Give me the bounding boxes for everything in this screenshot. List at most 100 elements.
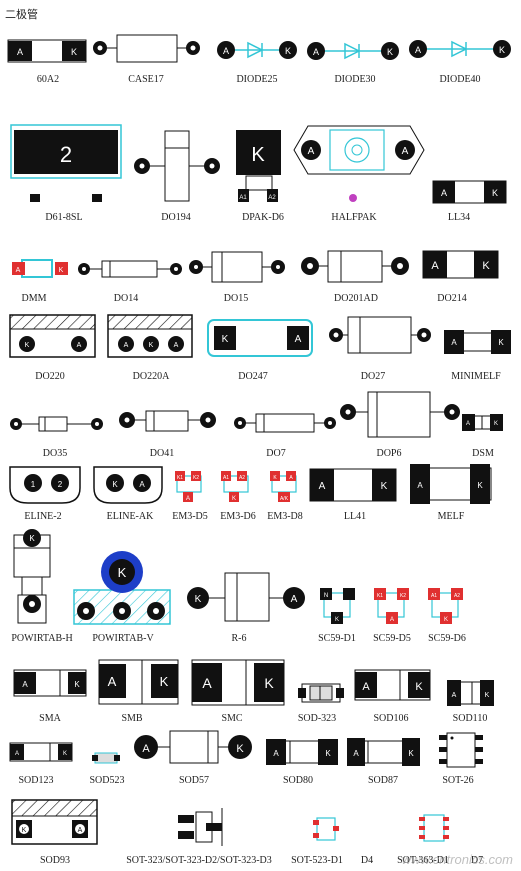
fp-DO220A: A K A xyxy=(107,314,193,358)
svg-text:K: K xyxy=(273,475,277,481)
svg-text:A: A xyxy=(142,743,150,755)
fp-MELF: A K xyxy=(410,464,492,504)
label-DOP6: DOP6 xyxy=(376,448,402,459)
label-SOT-323: SOT-323/SOT-323-D2/SOT-323-D3 xyxy=(126,855,272,866)
fp-SC59-D1: N K xyxy=(320,588,355,624)
svg-text:A2: A2 xyxy=(454,593,460,599)
fp-DIODE40: A K xyxy=(409,40,511,58)
svg-text:2: 2 xyxy=(60,142,72,167)
fp-DO220: K A xyxy=(9,314,96,358)
svg-text:K: K xyxy=(492,188,498,198)
label-SOD523: SOD523 xyxy=(89,775,125,786)
fp-ELINE-2: 1 2 xyxy=(9,466,81,504)
fp-DPAK-D6: K A1 A2 xyxy=(236,130,281,202)
svg-text:K: K xyxy=(160,674,169,689)
label-D4: D4 xyxy=(360,855,374,866)
label-EM3-D5: EM3-D5 xyxy=(172,511,208,522)
svg-text:K: K xyxy=(118,565,127,580)
svg-text:K: K xyxy=(195,594,202,605)
svg-text:K: K xyxy=(222,334,229,345)
svg-text:A: A xyxy=(362,681,370,693)
svg-text:1: 1 xyxy=(31,480,36,489)
label-SC59-D6: SC59-D6 xyxy=(428,633,466,644)
label-SC59-D1: SC59-D1 xyxy=(318,633,356,644)
svg-text:K: K xyxy=(63,751,67,757)
svg-text:K: K xyxy=(71,47,77,57)
fp-ELINE-AK: K A xyxy=(93,466,163,504)
svg-text:A: A xyxy=(402,146,409,157)
svg-text:K: K xyxy=(59,267,64,274)
label-SOT-26: SOT-26 xyxy=(442,775,474,786)
fp-SMB: A K xyxy=(98,659,179,705)
svg-text:A: A xyxy=(353,749,359,758)
fp-SOD-323 xyxy=(298,683,344,703)
label-DIODE30: DIODE30 xyxy=(334,74,376,85)
fp-SOD80: A K xyxy=(266,739,338,765)
fp-DO27 xyxy=(329,316,431,354)
fp-DIODE30: A K xyxy=(307,42,399,60)
label-CASE17: CASE17 xyxy=(128,74,164,85)
fp-DOP6 xyxy=(340,391,460,438)
svg-text:A: A xyxy=(295,334,302,345)
svg-text:A: A xyxy=(139,480,145,489)
svg-text:A: A xyxy=(466,421,470,427)
svg-text:K: K xyxy=(477,481,483,490)
svg-text:K: K xyxy=(325,749,331,758)
label-DO7: DO7 xyxy=(266,448,286,459)
svg-text:A/K: A/K xyxy=(280,496,289,502)
fp-DO194 xyxy=(134,130,220,202)
svg-text:A: A xyxy=(78,827,83,834)
label-DO14: DO14 xyxy=(113,293,139,304)
label-DO27: DO27 xyxy=(360,371,386,382)
label-SOD93: SOD93 xyxy=(39,855,71,866)
svg-text:K: K xyxy=(415,681,423,693)
svg-text:K: K xyxy=(112,480,118,489)
label-SOD110: SOD110 xyxy=(452,713,488,724)
fp-POWIRTAB-H: K xyxy=(13,529,51,624)
svg-text:N: N xyxy=(324,593,328,599)
page-title: 二极管 xyxy=(5,9,38,21)
label-DIODE40: DIODE40 xyxy=(439,74,481,85)
label-DO35: DO35 xyxy=(42,448,68,459)
svg-text:A1: A1 xyxy=(431,593,437,599)
label-DO201AD: DO201AD xyxy=(334,293,378,304)
label-ELINE-AK: ELINE-AK xyxy=(106,511,154,522)
label-ELINE-2: ELINE-2 xyxy=(24,511,62,522)
fp-EM3-D8: K A A/K xyxy=(270,471,297,502)
label-HALFPAK: HALFPAK xyxy=(331,212,377,223)
svg-text:K: K xyxy=(494,421,498,427)
fp-SOT-363-D1 xyxy=(419,814,449,842)
svg-text:A2: A2 xyxy=(239,475,245,481)
label-DPAK-D6: DPAK-D6 xyxy=(242,212,284,223)
svg-text:A: A xyxy=(319,481,326,492)
label-SOT-363-D1: SOT-363-D1 xyxy=(397,855,449,866)
fp-DO14 xyxy=(78,260,182,278)
fp-SOD87: A K xyxy=(347,738,420,766)
fp-HALFPAK: A A xyxy=(293,125,425,202)
svg-text:K: K xyxy=(74,680,80,689)
fp-DO201AD xyxy=(301,250,409,283)
label-D7: D7 xyxy=(470,855,484,866)
svg-text:A: A xyxy=(223,46,229,56)
svg-text:K: K xyxy=(381,481,388,492)
fp-SOD123: A K xyxy=(9,742,73,762)
fp-DO214: A K xyxy=(422,250,499,279)
fp-DSM: A K xyxy=(462,414,503,431)
svg-text:A: A xyxy=(22,680,28,689)
svg-text:K: K xyxy=(444,617,448,623)
svg-text:A1: A1 xyxy=(239,195,247,201)
svg-text:K: K xyxy=(498,338,504,347)
svg-text:A: A xyxy=(124,342,129,349)
svg-text:2: 2 xyxy=(58,480,63,489)
fp-CASE17 xyxy=(93,34,200,63)
svg-text:K: K xyxy=(22,827,27,834)
fp-EM3-D6: A1 A2 K xyxy=(221,471,249,502)
fp-DO15 xyxy=(189,251,285,283)
svg-text:K: K xyxy=(25,342,30,349)
fp-SMC: A K xyxy=(191,659,285,706)
label-LL34: LL34 xyxy=(447,212,471,223)
label-LL41: LL41 xyxy=(343,511,367,522)
label-DSM: DSM xyxy=(472,448,494,459)
svg-text:K: K xyxy=(236,743,244,755)
